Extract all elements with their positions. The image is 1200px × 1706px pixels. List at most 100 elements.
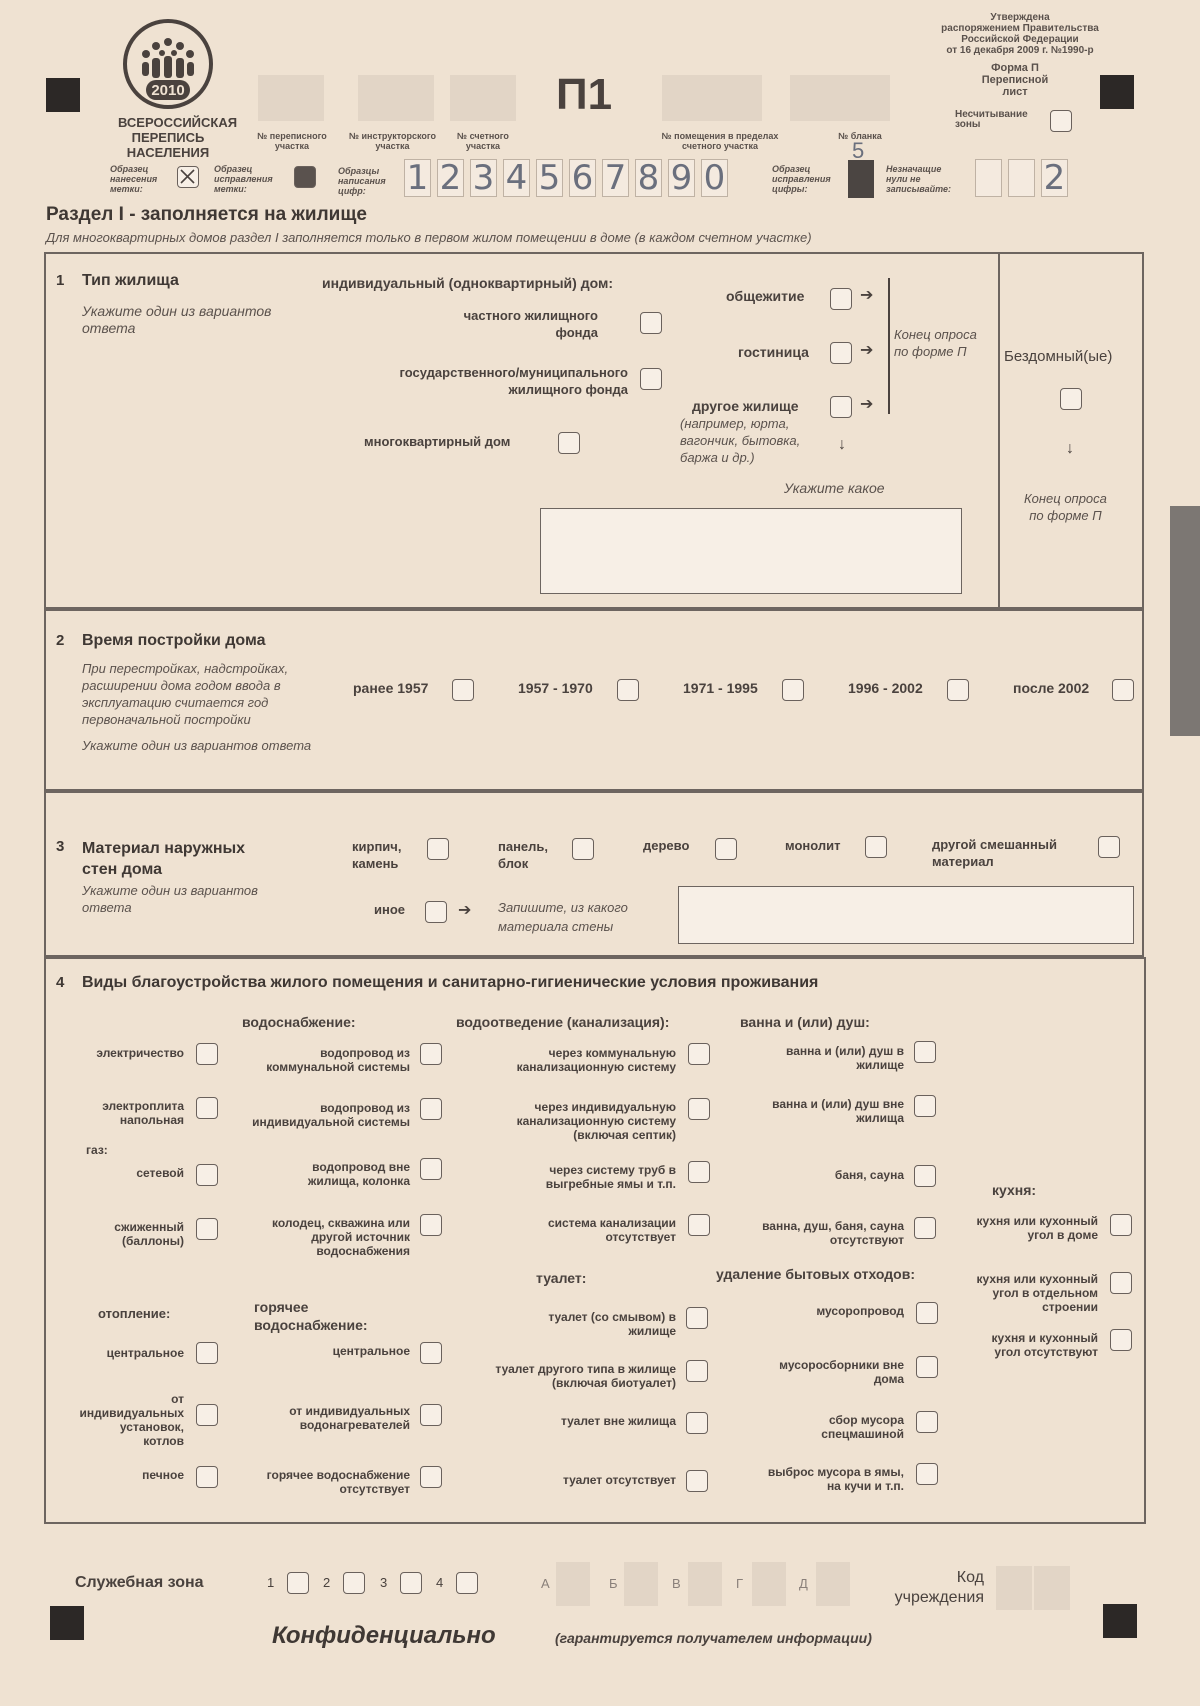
- option-checkbox[interactable]: [688, 1214, 710, 1236]
- service-zone-label: Служебная зона: [75, 1574, 204, 1591]
- option-checkbox[interactable]: [688, 1043, 710, 1065]
- option-checkbox[interactable]: [865, 836, 887, 858]
- specify-input[interactable]: [540, 508, 962, 594]
- opt-apartment-checkbox[interactable]: [558, 432, 580, 454]
- option-checkbox[interactable]: [420, 1098, 442, 1120]
- heating-header: отопление:: [98, 1306, 171, 1321]
- homeless-checkbox[interactable]: [1060, 388, 1082, 410]
- option-checkbox[interactable]: [425, 901, 447, 923]
- instructor-district-cells[interactable]: [358, 75, 434, 121]
- blank-number-cells[interactable]: [790, 75, 890, 121]
- zone-letter-cell[interactable]: [752, 1562, 786, 1606]
- option-checkbox[interactable]: [1098, 836, 1120, 858]
- option-checkbox[interactable]: [1110, 1329, 1132, 1351]
- option-checkbox[interactable]: [572, 838, 594, 860]
- option-checkbox[interactable]: [420, 1043, 442, 1065]
- option-checkbox[interactable]: [686, 1307, 708, 1329]
- opt-private-checkbox[interactable]: [640, 312, 662, 334]
- option-checkbox[interactable]: [914, 1095, 936, 1117]
- option-checkbox[interactable]: [914, 1041, 936, 1063]
- arrow-right-icon: ➔: [860, 287, 874, 304]
- option-checkbox[interactable]: [1112, 679, 1134, 701]
- zone-letter: Б: [609, 1576, 618, 1591]
- opt-dorm-checkbox[interactable]: [830, 288, 852, 310]
- option-checkbox[interactable]: [782, 679, 804, 701]
- option-checkbox[interactable]: [947, 679, 969, 701]
- option-label: сетевой: [136, 1166, 184, 1180]
- zone-checkbox[interactable]: [343, 1572, 365, 1594]
- option-label: 1957 - 1970: [518, 680, 593, 696]
- zone-letter-cell[interactable]: [624, 1562, 658, 1606]
- option-label: туалет другого типа в жилище(включая био…: [495, 1362, 676, 1390]
- option-checkbox[interactable]: [688, 1161, 710, 1183]
- no-read-zone-checkbox[interactable]: [1050, 110, 1072, 132]
- zone-letter-cell[interactable]: [816, 1562, 850, 1606]
- room-number-cells[interactable]: [662, 75, 762, 121]
- arrow-down-icon: ↓: [838, 436, 846, 453]
- option-checkbox[interactable]: [420, 1342, 442, 1364]
- zone-checkbox[interactable]: [456, 1572, 478, 1594]
- zone-letter-cell[interactable]: [688, 1562, 722, 1606]
- other-material-input[interactable]: [678, 886, 1134, 944]
- zone-letter-cell[interactable]: [556, 1562, 590, 1606]
- option-checkbox[interactable]: [914, 1217, 936, 1239]
- option-checkbox[interactable]: [1110, 1214, 1132, 1236]
- opt-state-checkbox[interactable]: [640, 368, 662, 390]
- census-district-cells[interactable]: [258, 75, 324, 121]
- option-checkbox[interactable]: [916, 1463, 938, 1485]
- water-header: водоснабжение:: [242, 1014, 356, 1030]
- opt-other-checkbox[interactable]: [830, 396, 852, 418]
- option-checkbox[interactable]: [427, 838, 449, 860]
- org-code-cell[interactable]: [1034, 1566, 1070, 1610]
- census-emblem-icon: 2010: [123, 19, 213, 109]
- option-label: центральное: [106, 1346, 184, 1360]
- option-checkbox[interactable]: [196, 1404, 218, 1426]
- option-checkbox[interactable]: [420, 1466, 442, 1488]
- option-checkbox[interactable]: [1110, 1272, 1132, 1294]
- option-checkbox[interactable]: [686, 1412, 708, 1434]
- option-checkbox[interactable]: [916, 1411, 938, 1433]
- option-label: дерево: [643, 838, 690, 853]
- counting-district-cells[interactable]: [450, 75, 516, 121]
- option-checkbox[interactable]: [420, 1214, 442, 1236]
- option-checkbox[interactable]: [196, 1097, 218, 1119]
- option-checkbox[interactable]: [688, 1098, 710, 1120]
- option-checkbox[interactable]: [914, 1165, 936, 1187]
- option-checkbox[interactable]: [617, 679, 639, 701]
- option-checkbox[interactable]: [196, 1164, 218, 1186]
- option-checkbox[interactable]: [916, 1356, 938, 1378]
- zone-checkbox[interactable]: [400, 1572, 422, 1594]
- form-code: П1: [556, 70, 613, 119]
- option-checkbox[interactable]: [196, 1218, 218, 1240]
- option-checkbox[interactable]: [196, 1342, 218, 1364]
- option-checkbox[interactable]: [196, 1466, 218, 1488]
- zone-checkbox[interactable]: [287, 1572, 309, 1594]
- option-checkbox[interactable]: [686, 1470, 708, 1492]
- option-label: туалет вне жилища: [560, 1414, 676, 1428]
- opt-hotel-checkbox[interactable]: [830, 342, 852, 364]
- option-checkbox[interactable]: [686, 1360, 708, 1382]
- question-title: Время постройки дома: [82, 632, 266, 649]
- option-checkbox[interactable]: [196, 1043, 218, 1065]
- option-checkbox[interactable]: [420, 1158, 442, 1180]
- org-code-cell[interactable]: [996, 1566, 1032, 1610]
- option-checkbox[interactable]: [916, 1302, 938, 1324]
- option-checkbox[interactable]: [452, 679, 474, 701]
- arrow-down-icon: ↓: [1066, 440, 1074, 457]
- option-label: 1996 - 2002: [848, 680, 923, 696]
- option-checkbox[interactable]: [420, 1404, 442, 1426]
- option-checkbox[interactable]: [715, 838, 737, 860]
- census-logo: 2010 ВСЕРОССИЙСКАЯ ПЕРЕПИСЬ НАСЕЛЕНИЯ: [118, 18, 237, 160]
